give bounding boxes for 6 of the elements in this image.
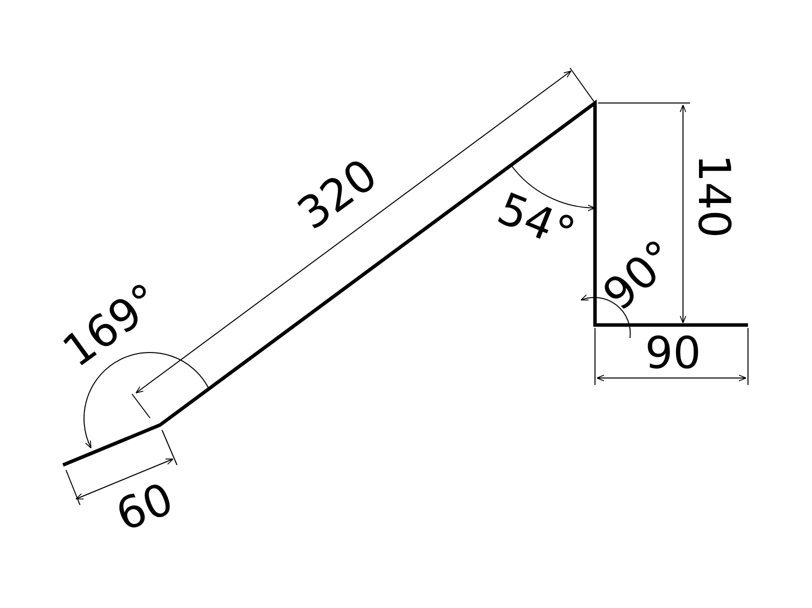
dimension-label: 60 xyxy=(110,477,180,539)
dimension-label: 140 xyxy=(691,154,735,238)
dimension-label: 320 xyxy=(291,152,385,238)
dimension-label: 90 xyxy=(645,332,701,376)
dimension-label: 54° xyxy=(492,187,580,257)
dimension-label: 90° xyxy=(596,234,684,318)
